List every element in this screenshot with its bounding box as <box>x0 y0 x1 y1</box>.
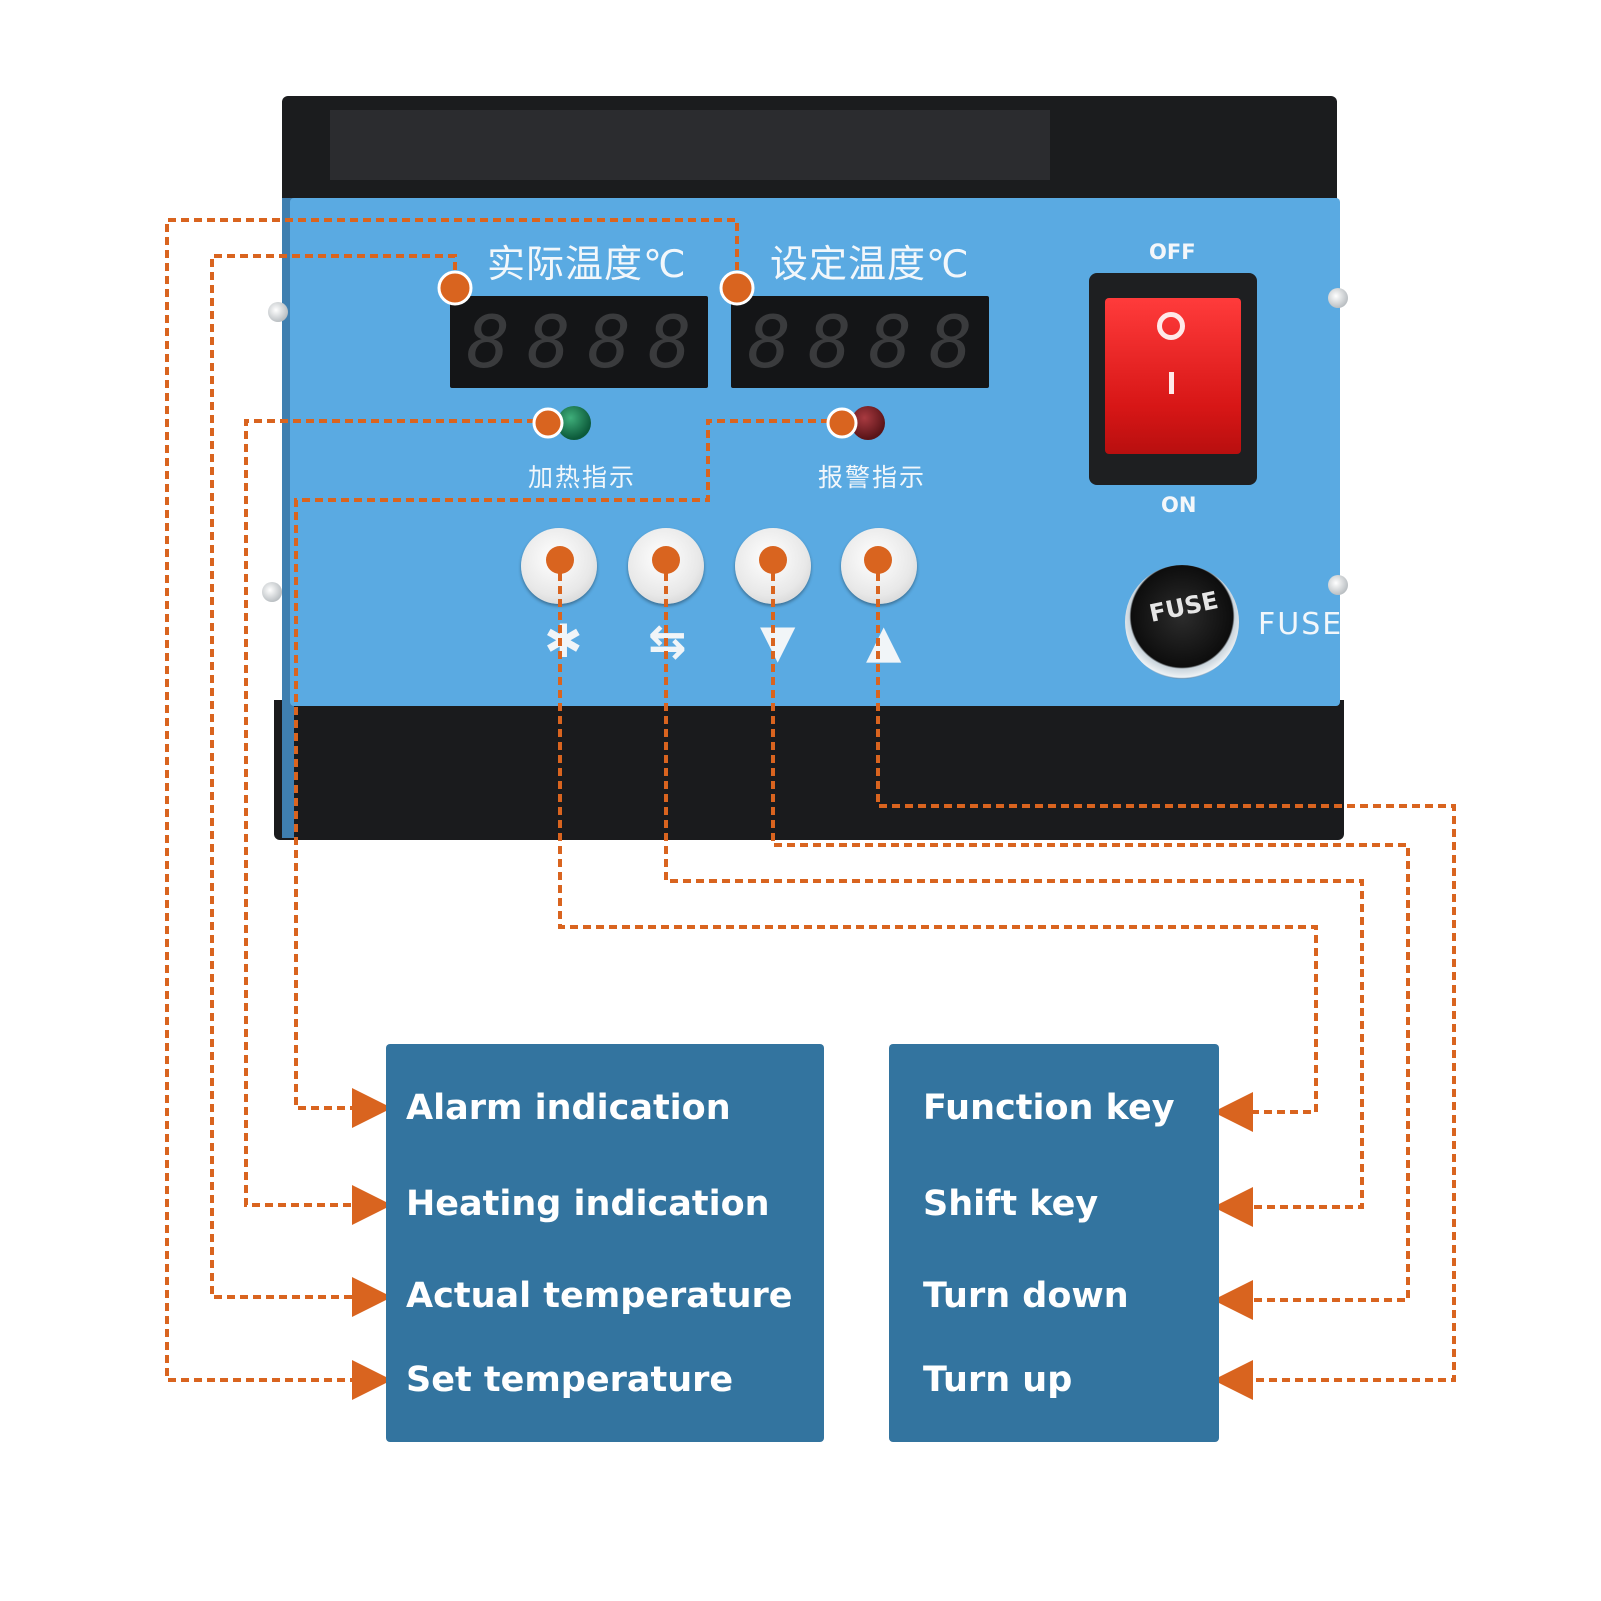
display-digit: 8 <box>868 300 912 384</box>
callout-dot <box>437 270 473 306</box>
fuse-label: FUSE <box>1258 607 1344 642</box>
callout-dot <box>546 546 574 574</box>
power-off-symbol-icon <box>1157 312 1185 340</box>
down-triangle-icon: ▼ <box>760 614 796 668</box>
turn-up-leader <box>876 560 1456 1400</box>
off-label: OFF <box>1149 240 1196 264</box>
display-digit: 8 <box>929 300 973 384</box>
shift-key-leader <box>664 560 1364 1227</box>
callout-dot <box>759 546 787 574</box>
callout-dot <box>532 407 564 439</box>
legend-box-right: Function key Shift key Turn down Turn up <box>889 1044 1219 1442</box>
asterisk-icon: ✱ <box>544 614 583 668</box>
alarm-indication-label: 报警指示 <box>818 463 927 492</box>
display-digit: 8 <box>808 300 852 384</box>
screw-icon <box>1328 288 1348 308</box>
up-triangle-icon: ▲ <box>866 614 902 668</box>
legend-heating-indication: Heating indication <box>406 1184 770 1224</box>
display-digit: 8 <box>466 300 510 384</box>
legend-function-key: Function key <box>923 1088 1175 1128</box>
device-bottom-housing <box>274 700 1344 840</box>
legend-turn-up: Turn up <box>923 1360 1073 1400</box>
actual-temperature-leader <box>210 254 457 1317</box>
legend-actual-temperature: Actual temperature <box>406 1276 793 1316</box>
function-key-leader <box>558 560 1318 1132</box>
display-digit: 8 <box>648 300 692 384</box>
turn-down-leader <box>771 560 1410 1320</box>
alarm-indication-leader <box>294 419 842 1128</box>
screw-icon <box>262 582 282 602</box>
heating-indication-label: 加热指示 <box>528 463 637 492</box>
actual-temperature-label: 实际温度℃ <box>487 242 687 286</box>
legend-shift-key: Shift key <box>923 1184 1099 1224</box>
screw-icon <box>268 302 288 322</box>
heating-indication-leader <box>244 419 548 1225</box>
display-digit: 8 <box>527 300 571 384</box>
callout-dot <box>864 546 892 574</box>
callout-dot <box>719 270 755 306</box>
legend-alarm-indication: Alarm indication <box>406 1088 731 1128</box>
set-temperature-leader <box>165 218 739 1400</box>
actual-temperature-display: 8 8 8 8 <box>450 296 708 388</box>
callout-dot <box>652 546 680 574</box>
callout-dot <box>826 407 858 439</box>
device-top-shade <box>330 110 1050 180</box>
power-on-symbol-icon <box>1169 372 1174 394</box>
fuse-holder[interactable] <box>1125 565 1239 679</box>
display-digit: 8 <box>587 300 631 384</box>
set-temperature-label: 设定温度℃ <box>770 242 970 286</box>
legend-turn-down: Turn down <box>923 1276 1129 1316</box>
legend-box-left: Alarm indication Heating indication Actu… <box>386 1044 824 1442</box>
legend-set-temperature: Set temperature <box>406 1360 734 1400</box>
screw-icon <box>1328 575 1348 595</box>
display-digit: 8 <box>747 300 791 384</box>
set-temperature-display: 8 8 8 8 <box>731 296 989 388</box>
on-label: ON <box>1161 493 1197 517</box>
